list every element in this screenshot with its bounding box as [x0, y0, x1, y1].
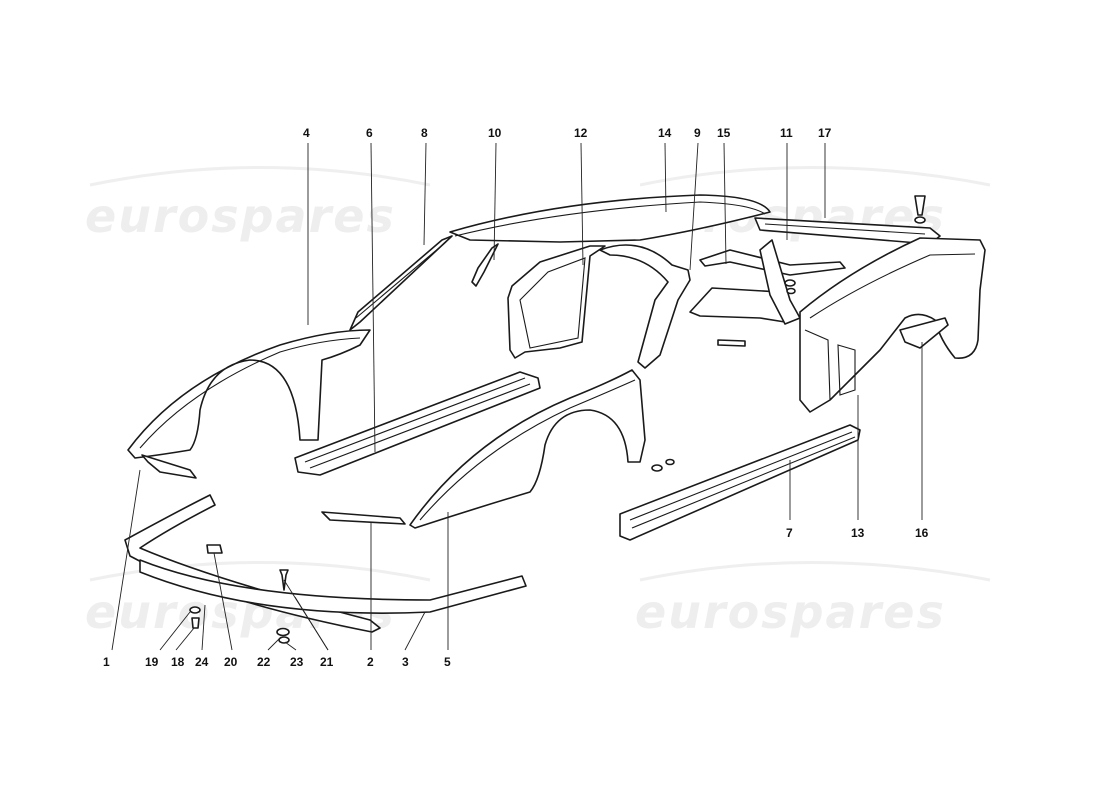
watermark-top-left: eurospares — [85, 166, 431, 243]
inner-rear-panel — [507, 245, 606, 359]
rear-quarter-panel — [799, 237, 986, 413]
windscreen-frame — [349, 235, 453, 331]
callout-10: 10 — [488, 126, 502, 140]
callout-6: 6 — [366, 126, 373, 140]
callout-16: 16 — [915, 526, 929, 540]
callouts: 4 6 8 10 12 14 9 15 11 17 7 13 16 1 19 1… — [103, 126, 929, 669]
callout-7: 7 — [786, 526, 793, 540]
callout-2: 2 — [367, 655, 374, 669]
roof-bolt-part — [914, 195, 926, 224]
bolt-part — [189, 606, 201, 629]
svg-text:eurospares: eurospares — [85, 189, 396, 243]
callout-19: 19 — [145, 655, 159, 669]
rear-arch-trim — [899, 317, 949, 349]
callout-11: 11 — [780, 126, 793, 140]
callout-12: 12 — [574, 126, 588, 140]
front-bumper — [124, 494, 527, 633]
sill-bolt-part — [651, 458, 675, 472]
front-vent-trim — [141, 454, 197, 479]
b-pillar — [599, 244, 691, 369]
callout-15: 15 — [717, 126, 731, 140]
a-pillar-trim — [471, 243, 499, 287]
callout-24: 24 — [195, 655, 209, 669]
right-sill-panel — [619, 424, 861, 541]
front-spoiler-trim — [321, 511, 406, 525]
callout-14: 14 — [658, 126, 672, 140]
tray-bolt-part — [717, 339, 746, 347]
callout-22: 22 — [257, 655, 271, 669]
left-front-fender — [127, 329, 371, 459]
roof-panel — [449, 194, 771, 243]
nut-washer-part — [276, 627, 290, 644]
callout-8: 8 — [421, 126, 428, 140]
callout-17: 17 — [818, 126, 832, 140]
callout-18: 18 — [171, 655, 185, 669]
callout-23: 23 — [290, 655, 304, 669]
callout-13: 13 — [851, 526, 865, 540]
bracket-part — [206, 544, 223, 554]
callout-5: 5 — [444, 655, 451, 669]
callout-4: 4 — [303, 126, 310, 140]
callout-21: 21 — [320, 655, 334, 669]
callout-20: 20 — [224, 655, 238, 669]
callout-3: 3 — [402, 655, 409, 669]
callout-1: 1 — [103, 655, 110, 669]
svg-text:eurospares: eurospares — [635, 585, 946, 639]
leader-lines — [111, 142, 923, 651]
right-front-fender — [409, 369, 646, 529]
watermark-bottom-right: eurospares — [635, 561, 991, 639]
rear-washer-part — [784, 279, 796, 295]
callout-9: 9 — [694, 126, 701, 140]
left-sill-panel — [294, 371, 541, 476]
